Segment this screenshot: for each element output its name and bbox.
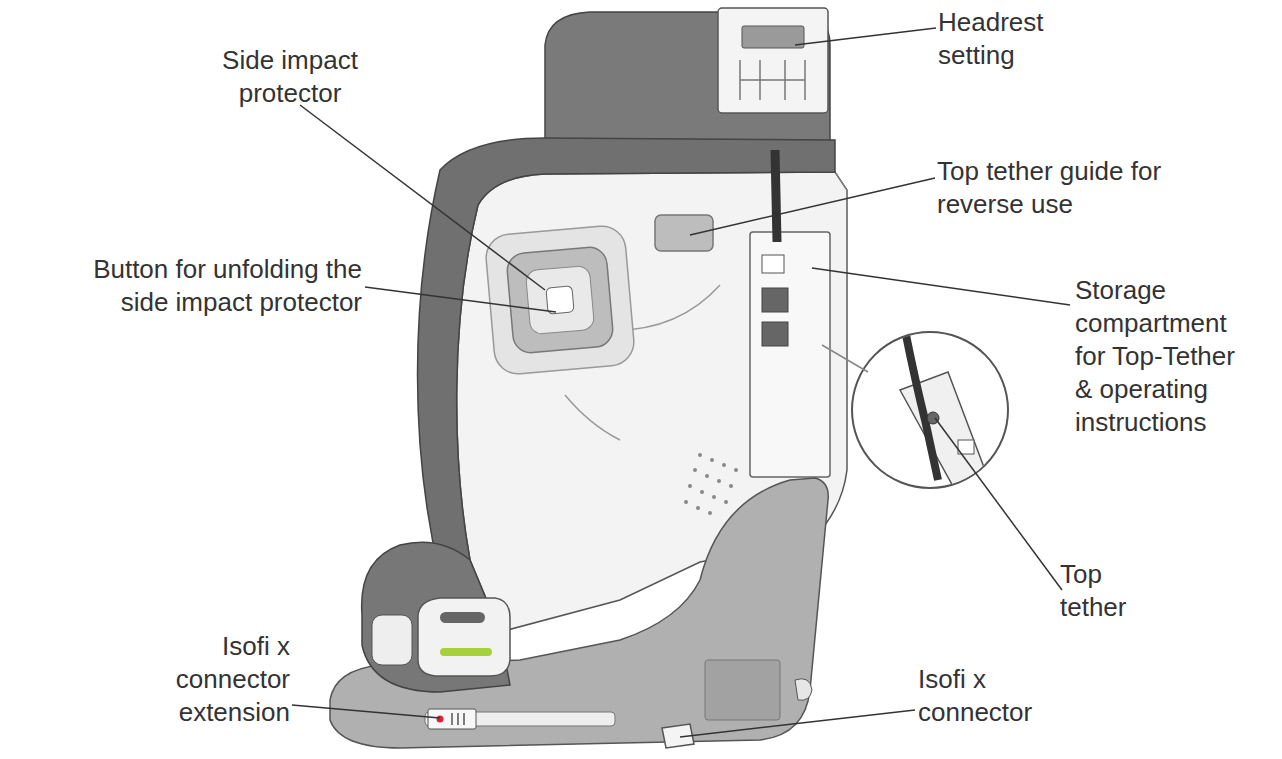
callout-label: Side impact protector — [210, 44, 370, 110]
base-panel — [705, 660, 780, 720]
callout-label: Isofi x connector extension — [160, 630, 290, 729]
callout-label: Button for unfolding the side impact pro… — [72, 253, 362, 319]
leader-line — [365, 287, 556, 312]
leader-lines — [292, 28, 1070, 737]
inset-detail — [900, 330, 985, 490]
leader-line — [935, 418, 1062, 590]
leader-line — [795, 28, 936, 45]
tether-strap — [775, 150, 777, 242]
belt-slot — [440, 612, 485, 623]
headrest-detail — [740, 60, 805, 100]
compartment-latch — [762, 255, 784, 273]
tether-guide — [655, 215, 713, 251]
protector-inner — [525, 265, 594, 334]
headrest-handle — [742, 26, 804, 48]
unfold-button — [546, 286, 574, 314]
callout-label: Storage compartment for Top-Tether & ope… — [1075, 274, 1255, 439]
armrest-pad — [372, 615, 412, 665]
protector-middle — [506, 246, 614, 354]
callout-label: Top tether guide for reverse use — [937, 155, 1227, 221]
green-indicator — [440, 648, 492, 656]
callout-label: Isofi x connector — [918, 663, 1048, 729]
protector-outer — [484, 224, 636, 376]
leader-line — [680, 710, 915, 737]
instruction-icon — [762, 322, 788, 346]
instruction-icon — [762, 288, 788, 312]
belt-guide — [418, 598, 510, 676]
seat-base — [330, 478, 828, 748]
perforation-dots — [684, 453, 738, 515]
isofix-extension — [428, 709, 476, 729]
callout-label: Headrest setting — [938, 6, 1088, 72]
release-indicator — [437, 716, 444, 723]
inset-panel — [900, 372, 985, 490]
extension-grip — [452, 713, 464, 725]
shell-contour — [565, 395, 620, 440]
headrest-mechanism — [718, 8, 828, 113]
callout-label: Top tether — [1060, 558, 1165, 624]
isofix-connector — [795, 679, 812, 701]
inset-strap — [905, 330, 938, 480]
leader-line — [690, 178, 935, 235]
inset-pointer — [822, 345, 868, 372]
shell-edge — [835, 172, 847, 470]
armrest — [362, 542, 510, 692]
leader-line — [812, 268, 1070, 305]
side-impact-protector — [484, 224, 636, 376]
leader-line — [292, 705, 440, 718]
